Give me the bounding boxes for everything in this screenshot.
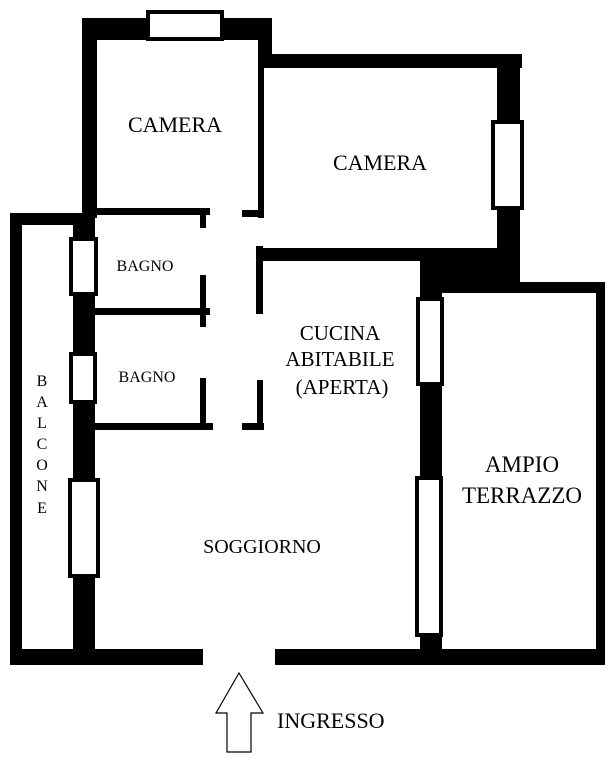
room-label-cucina: (APERTA) <box>296 375 389 399</box>
wall <box>10 649 203 665</box>
wall <box>420 248 520 288</box>
wall <box>200 208 206 228</box>
window <box>68 478 100 578</box>
windows <box>68 10 524 637</box>
room-label-cucina: CUCINA <box>300 321 381 345</box>
room-label-soggiorno: SOGGIORNO <box>203 536 321 558</box>
balcone-letter: E <box>37 500 47 517</box>
window <box>416 297 444 386</box>
balcone-letter: C <box>37 436 48 453</box>
wall <box>242 423 264 430</box>
room-label-camera: CAMERA <box>333 150 427 175</box>
window <box>415 476 443 637</box>
entrance-label: INGRESSO <box>277 708 385 733</box>
window <box>69 352 97 404</box>
balcone-letter: O <box>36 457 48 474</box>
wall <box>200 378 206 430</box>
wall <box>95 308 210 315</box>
window <box>69 237 98 296</box>
wall <box>200 275 206 327</box>
wall <box>256 246 263 314</box>
wall <box>95 423 213 430</box>
room-label-terrazzo: TERRAZZO <box>462 483 582 508</box>
wall <box>258 54 522 68</box>
balcone-letter: N <box>36 478 48 495</box>
wall <box>275 649 605 665</box>
room-label-balcone: B A L C O N E <box>36 373 48 517</box>
entrance-arrow-icon <box>214 671 265 753</box>
wall <box>420 282 605 293</box>
wall <box>242 210 264 217</box>
room-label-bagno: BAGNO <box>117 258 174 275</box>
wall <box>95 208 210 215</box>
window <box>146 10 224 41</box>
balcone-letter: L <box>37 415 47 432</box>
wall <box>82 18 97 218</box>
window <box>491 120 524 210</box>
room-label-camera: CAMERA <box>128 112 222 137</box>
entrance: INGRESSO <box>214 671 385 753</box>
room-label-terrazzo: AMPIO <box>485 452 559 477</box>
wall <box>258 40 264 218</box>
room-label-cucina: ABITABILE <box>285 347 394 371</box>
wall <box>10 213 22 665</box>
wall <box>596 282 605 665</box>
balcone-letter: B <box>37 373 48 390</box>
balcone-letter: A <box>36 394 48 411</box>
room-labels: CAMERA CAMERA BAGNO BAGNO CUCINA ABITABI… <box>36 112 582 558</box>
room-label-bagno: BAGNO <box>119 369 176 386</box>
wall <box>257 380 263 430</box>
